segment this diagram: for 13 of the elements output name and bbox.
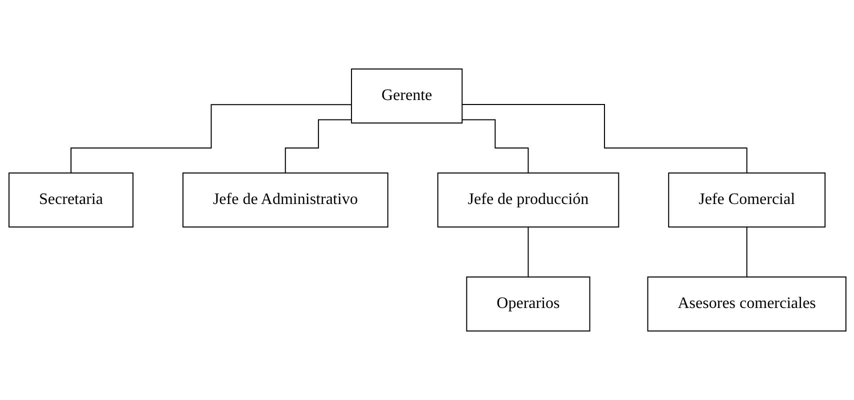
connector — [461, 104, 747, 174]
node-box: Gerente — [350, 68, 462, 124]
node-box: Operarios — [466, 276, 590, 332]
connector — [746, 226, 747, 278]
node-box: Asesores comerciales — [646, 276, 846, 332]
connector — [70, 104, 352, 174]
node-box: Jefe de Administrativo — [182, 172, 388, 228]
connector — [527, 226, 528, 278]
node-box: Jefe Comercial — [668, 172, 826, 228]
node-box: Secretaria — [8, 172, 133, 228]
connector — [284, 119, 352, 174]
node-box: Jefe de producción — [436, 172, 619, 228]
connector — [461, 119, 528, 174]
